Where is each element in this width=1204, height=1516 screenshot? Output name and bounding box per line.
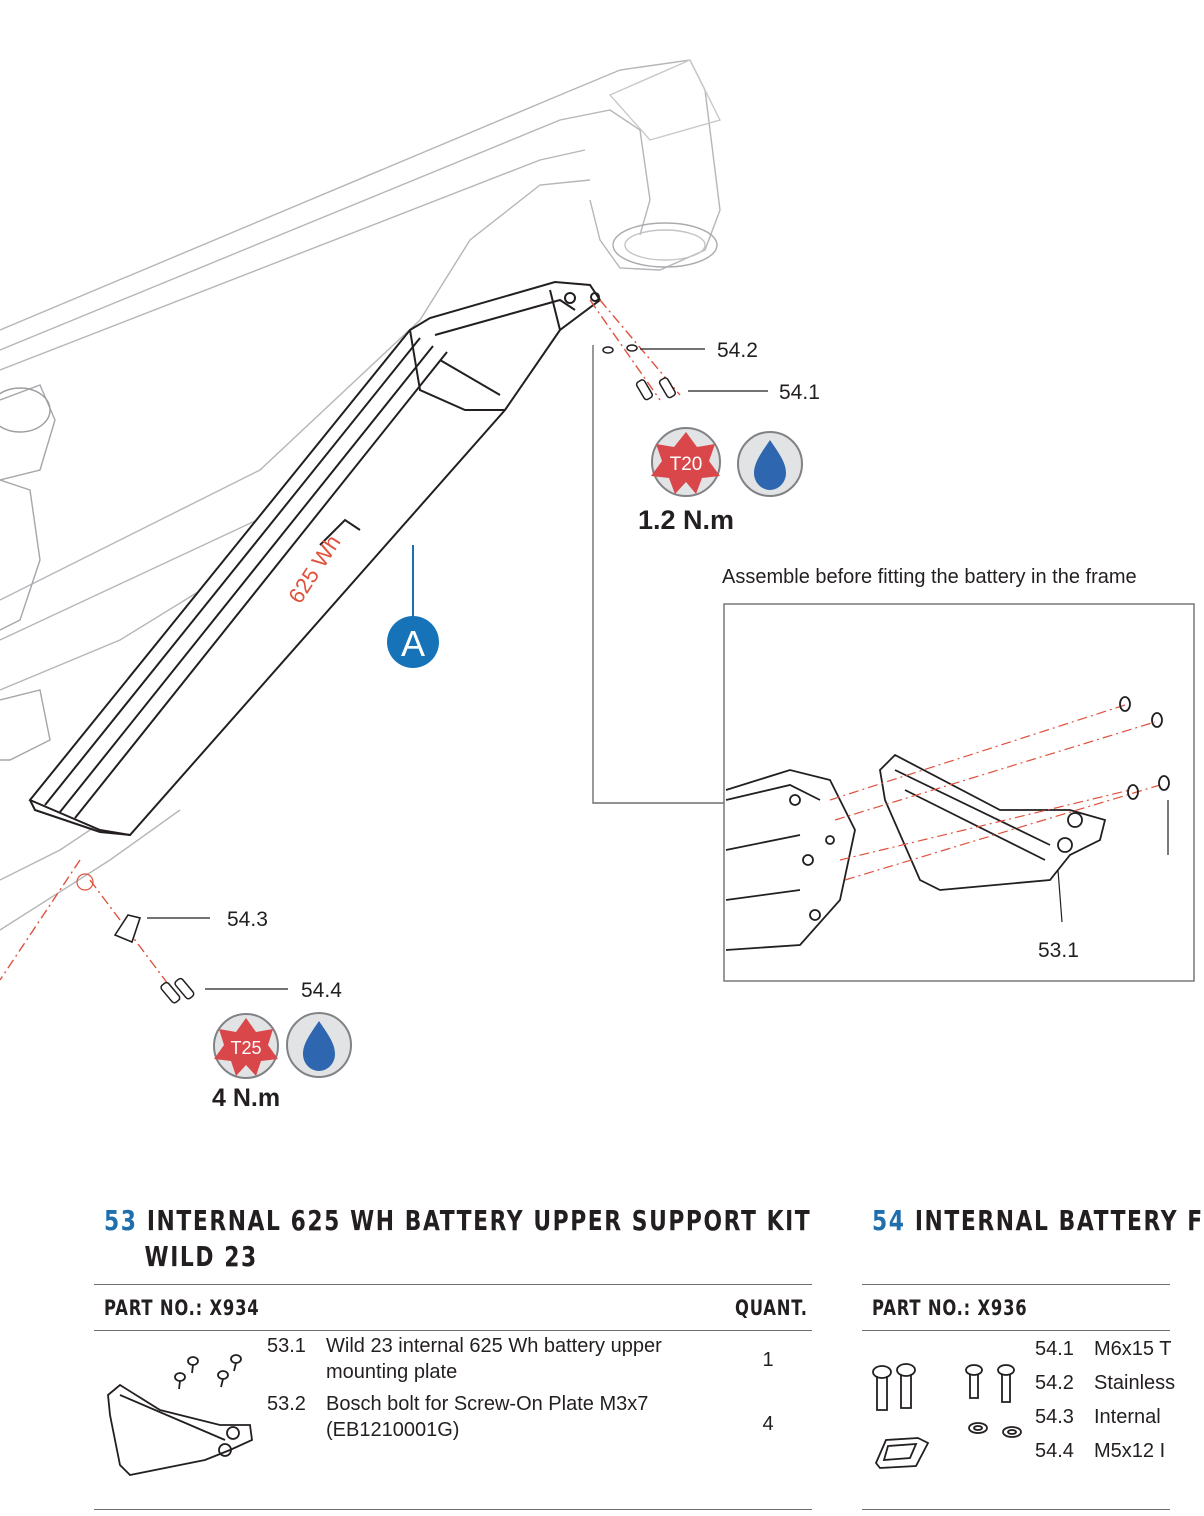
kit-54-number: 54	[872, 1204, 906, 1237]
callout-54-1: 54.1	[779, 381, 820, 404]
kit-53-title-line2: WILD 23	[144, 1240, 258, 1273]
kit-53-row-2-desc: Bosch bolt for Screw-On Plate M3x7 (EB12…	[326, 1393, 649, 1441]
callout-54-3: 54.3	[227, 908, 268, 931]
exploded-diagram: 625 Wh A 54.2 54.1 T20 1.2 N.m	[0, 59, 1195, 1112]
upper-torque-value: 1.2 N.m	[638, 505, 734, 535]
inset-note: Assemble before fitting the battery in t…	[722, 566, 1137, 588]
kit-53-row-1-qty: 1	[762, 1349, 774, 1371]
kit-54-header-rule	[862, 1330, 1170, 1331]
inset-drawing	[725, 696, 1170, 951]
battery-drawing	[28, 280, 602, 837]
torx-icon: T20	[651, 427, 721, 497]
callout-54-2: 54.2	[717, 339, 758, 362]
kit-53-row-1-num: 53.1	[267, 1335, 306, 1357]
lower-torque-value: 4 N.m	[212, 1084, 280, 1112]
svg-text:A: A	[401, 623, 425, 664]
kit-54-row-2-desc: Stainless	[1094, 1372, 1176, 1394]
kit-53-number: 53	[104, 1204, 138, 1237]
kit-54-row-1-num: 54.1	[1035, 1338, 1074, 1360]
kit-54-row-3-desc: Internal	[1094, 1406, 1161, 1428]
kit-54-row-1-desc: M6x15 T	[1094, 1338, 1172, 1360]
threadlock-drop-icon	[737, 431, 803, 497]
lower-fasteners	[0, 859, 288, 1004]
svg-text:T20: T20	[670, 454, 703, 475]
kit-53-parts-icon	[107, 1354, 253, 1476]
kit-54-row-4-num: 54.4	[1035, 1440, 1074, 1462]
kit-54-top-rule	[862, 1284, 1170, 1285]
kit-54-row-2-num: 54.2	[1035, 1372, 1074, 1394]
kit-53-row-2-qty: 4	[762, 1413, 774, 1435]
torx-icon: T25	[213, 1013, 279, 1079]
kit-53-quant-header: QUANT.	[735, 1296, 808, 1320]
kit-53-bottom-rule	[94, 1509, 812, 1510]
svg-text:T25: T25	[230, 1038, 261, 1058]
kit-53-top-rule	[94, 1284, 812, 1285]
kit-53-part-no: PART NO.: X934	[104, 1296, 260, 1320]
callout-53-1: 53.1	[1038, 939, 1079, 962]
kit-54-row-3-num: 54.3	[1035, 1406, 1074, 1428]
kit-53-row-1-desc: Wild 23 internal 625 Wh battery upper mo…	[326, 1335, 662, 1383]
kit-54-title-line1: INTERNAL BATTERY F	[914, 1204, 1204, 1237]
upper-fasteners	[589, 299, 768, 401]
inset-panel	[723, 603, 1195, 982]
kit-53-header-rule	[94, 1330, 812, 1331]
kit-54-part-no: PART NO.: X936	[872, 1296, 1028, 1320]
kit-54-row-4-desc: M5x12 I	[1094, 1440, 1166, 1462]
kit-54-bottom-rule	[862, 1509, 1170, 1510]
kit-53-title-line1: INTERNAL 625 WH BATTERY UPPER SUPPORT KI…	[146, 1204, 812, 1237]
callout-54-4: 54.4	[301, 979, 342, 1002]
kit-53-row-2-num: 53.2	[267, 1393, 306, 1415]
threadlock-drop-icon	[286, 1012, 352, 1078]
kit-54-parts-icon	[872, 1363, 1022, 1469]
marker-a	[387, 616, 439, 668]
